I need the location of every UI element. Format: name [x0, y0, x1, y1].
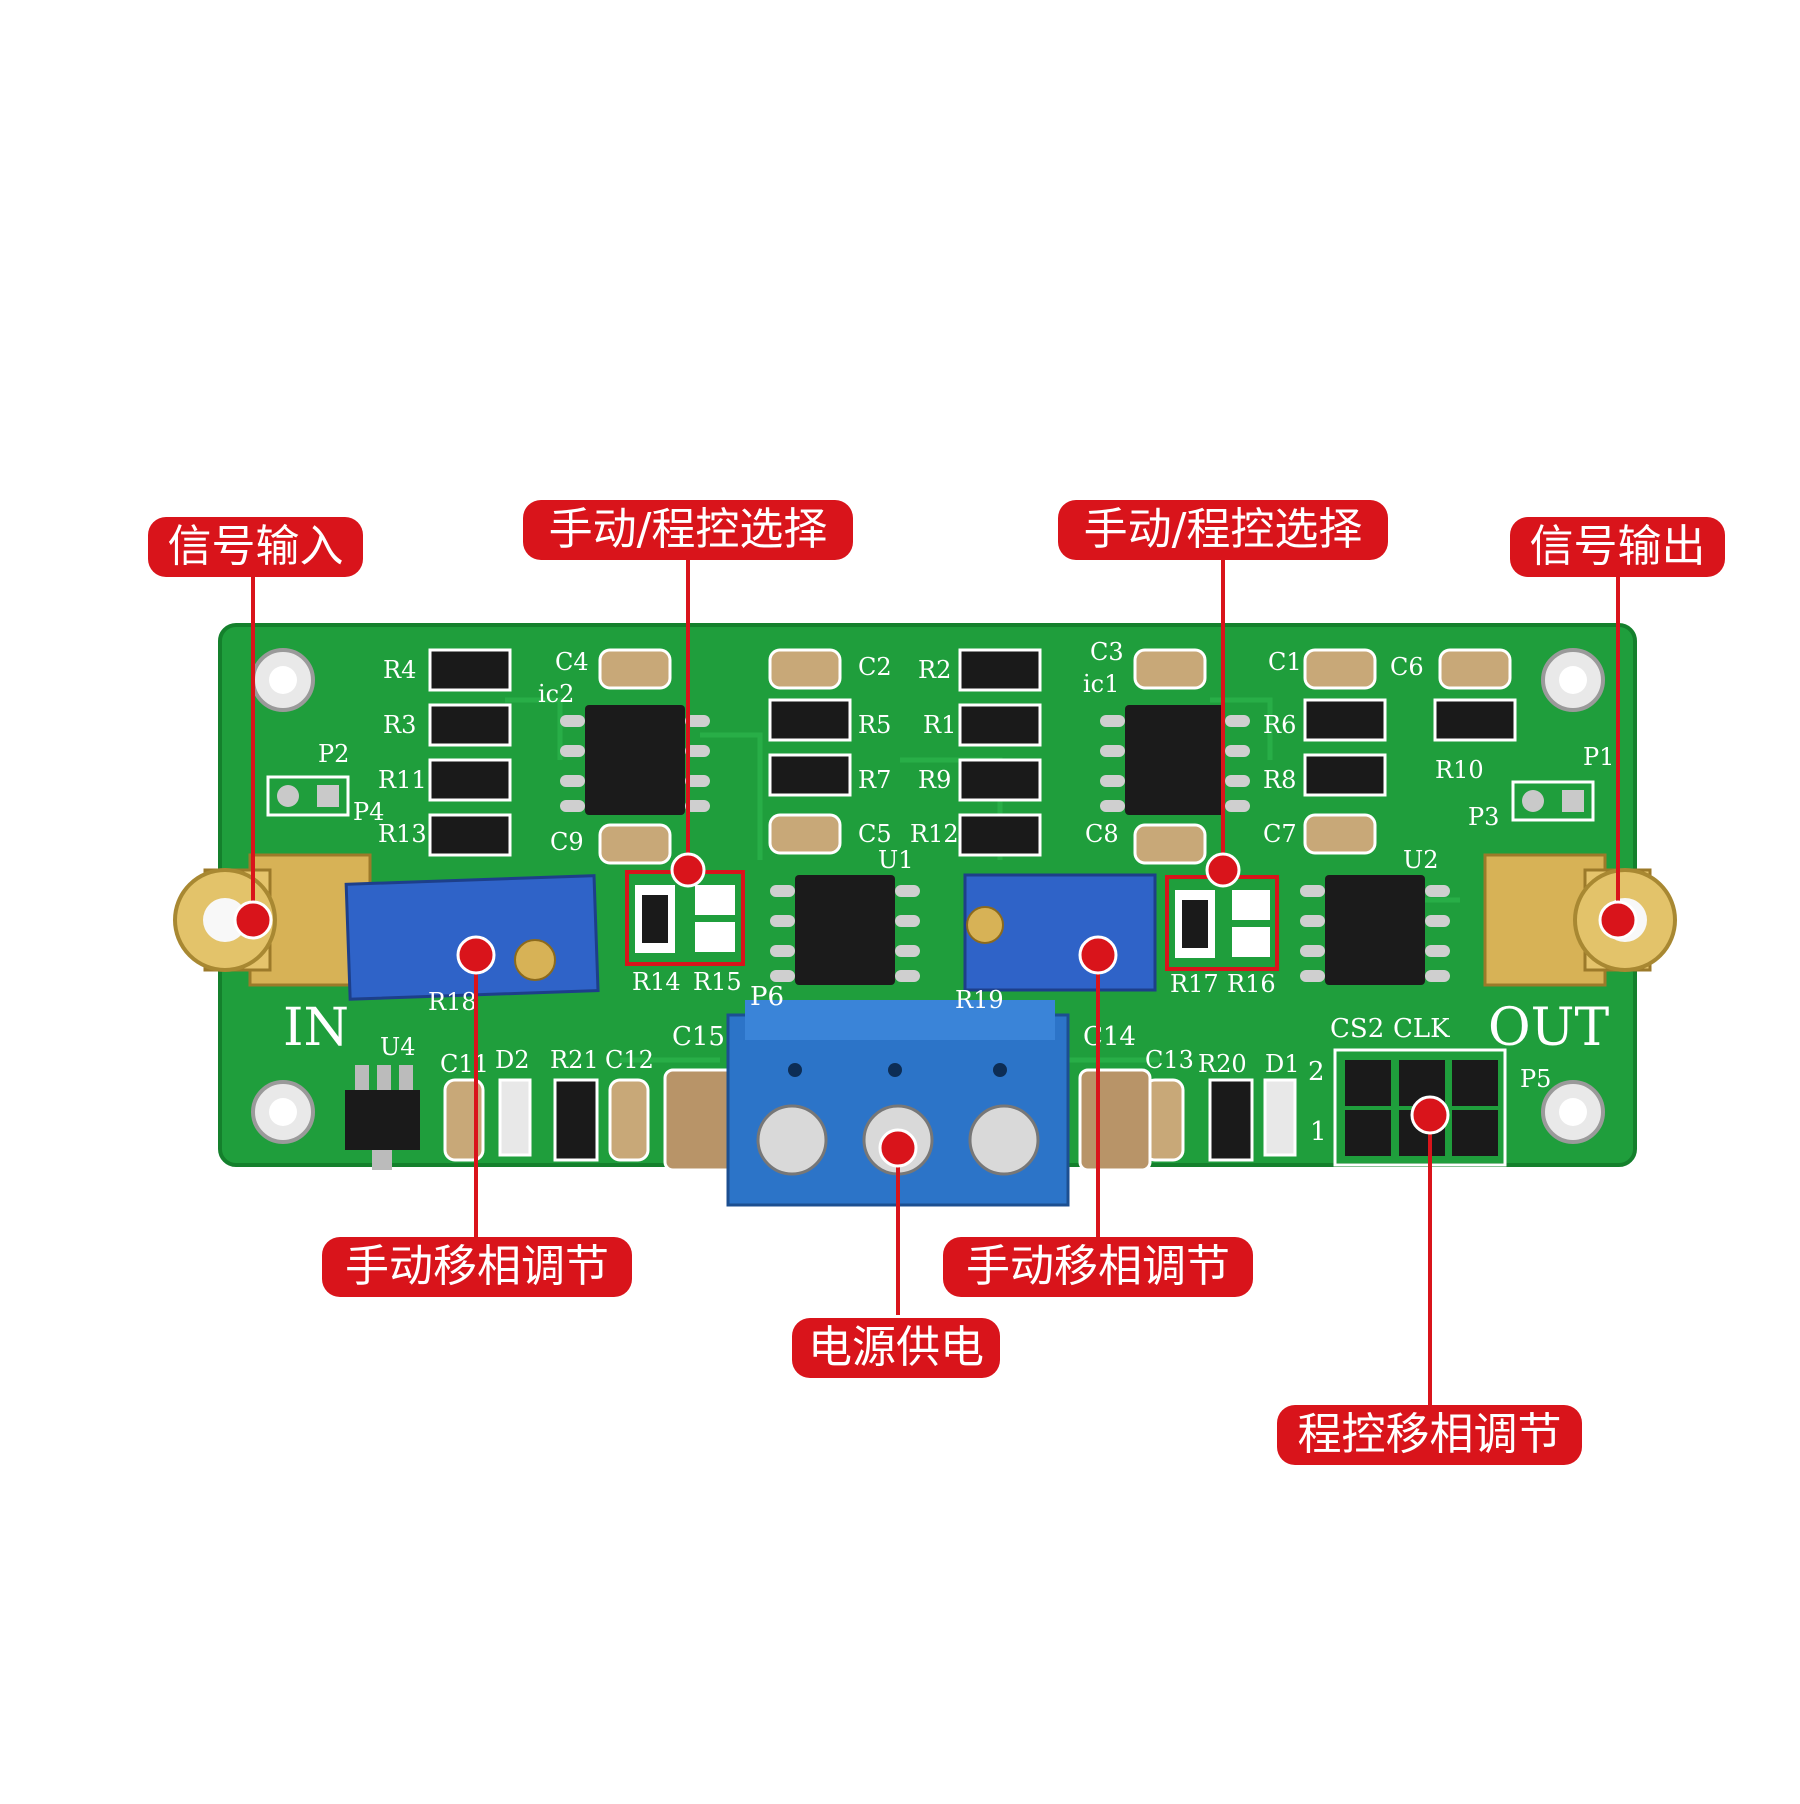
jumper-select-left — [625, 870, 745, 966]
svg-text:R17: R17 — [1170, 970, 1219, 998]
svg-text:P1: P1 — [1583, 743, 1614, 771]
callout-dots — [233, 852, 1638, 1168]
svg-text:R21: R21 — [550, 1046, 599, 1074]
svg-text:C14: C14 — [1083, 1022, 1136, 1052]
svg-text:C8: C8 — [1085, 820, 1119, 848]
ic-pins — [560, 715, 1450, 982]
svg-text:SD: SD — [1398, 1168, 1431, 1193]
svg-text:R18: R18 — [428, 988, 477, 1016]
svg-text:D1: D1 — [1265, 1050, 1300, 1078]
svg-text:C1: C1 — [1268, 648, 1302, 676]
svg-text:C3: C3 — [1090, 638, 1124, 666]
svg-text:C13: C13 — [1145, 1046, 1194, 1074]
svg-text:R13: R13 — [378, 820, 427, 848]
svg-text:ic1: ic1 — [1083, 670, 1119, 698]
svg-text:C6: C6 — [1390, 653, 1424, 681]
ic-chips — [585, 705, 1425, 985]
header-p2 — [266, 775, 350, 817]
callout-manual-phase-left: 手动移相调节 — [322, 1237, 632, 1297]
callout-signal-output: 信号输出 — [1510, 517, 1725, 577]
svg-text:CLK: CLK — [1393, 1014, 1450, 1044]
svg-text:R11: R11 — [378, 766, 427, 794]
callout-signal-input: 信号输入 — [148, 517, 363, 577]
svg-text:C2: C2 — [858, 653, 892, 681]
jumper-select-right — [1165, 875, 1279, 971]
callout-leaders — [251, 560, 1620, 1410]
svg-text:R12: R12 — [910, 820, 959, 848]
svg-text:C5: C5 — [858, 820, 892, 848]
svg-text:R4: R4 — [383, 656, 416, 684]
header-p1 — [1511, 780, 1595, 822]
svg-text:C9: C9 — [550, 828, 584, 856]
silkscreen-labels: IN OUT R4 R3 R11 R13 C4 ic2 C9 C2 R5 R7 … — [283, 638, 1614, 1193]
svg-text:C4: C4 — [555, 648, 589, 676]
svg-text:C12: C12 — [605, 1046, 654, 1074]
svg-text:C15: C15 — [672, 1022, 725, 1052]
potentiometer-r19 — [963, 873, 1157, 992]
svg-text:R15: R15 — [693, 968, 742, 996]
svg-text:1: 1 — [1310, 1117, 1327, 1147]
callout-manual-phase-right: 手动移相调节 — [943, 1237, 1253, 1297]
svg-text:R2: R2 — [918, 656, 951, 684]
svg-text:R16: R16 — [1227, 970, 1276, 998]
svg-text:P3: P3 — [1468, 803, 1499, 831]
svg-text:R10: R10 — [1435, 756, 1484, 784]
svg-text:R7: R7 — [858, 766, 891, 794]
svg-text:CS2: CS2 — [1330, 1014, 1384, 1044]
label-out: OUT — [1488, 998, 1609, 1058]
svg-text:P2: P2 — [318, 740, 349, 768]
svg-text:CS1: CS1 — [1333, 1168, 1379, 1193]
callout-power-supply: 电源供电 — [792, 1318, 1000, 1378]
svg-text:P5: P5 — [1520, 1065, 1551, 1093]
svg-text:P6: P6 — [750, 982, 784, 1012]
svg-text:GND: GND — [1438, 1168, 1492, 1193]
pin-header-p5 — [1333, 1048, 1507, 1167]
svg-text:U4: U4 — [380, 1033, 416, 1061]
svg-text:R19: R19 — [955, 986, 1004, 1014]
callout-mode-select-right: 手动/程控选择 — [1058, 500, 1388, 560]
svg-text:U1: U1 — [878, 846, 914, 874]
svg-text:ic2: ic2 — [538, 680, 574, 708]
svg-text:R8: R8 — [1263, 766, 1296, 794]
svg-text:R14: R14 — [632, 968, 681, 996]
svg-text:D2: D2 — [495, 1046, 530, 1074]
callout-program-phase: 程控移相调节 — [1277, 1405, 1582, 1465]
svg-text:R6: R6 — [1263, 711, 1296, 739]
sma-connector-out — [1483, 853, 1677, 987]
svg-text:R3: R3 — [383, 711, 416, 739]
svg-text:2: 2 — [1308, 1057, 1325, 1087]
label-in: IN — [283, 998, 349, 1058]
mounting-holes — [251, 648, 1605, 1144]
svg-text:C7: C7 — [1263, 820, 1297, 848]
svg-text:P4: P4 — [353, 798, 384, 826]
svg-text:R9: R9 — [918, 766, 951, 794]
callout-mode-select-left: 手动/程控选择 — [523, 500, 853, 560]
svg-text:R1: R1 — [923, 711, 956, 739]
svg-text:R5: R5 — [858, 711, 891, 739]
svg-text:U2: U2 — [1403, 846, 1439, 874]
svg-text:R20: R20 — [1198, 1050, 1247, 1078]
svg-text:C11: C11 — [440, 1050, 489, 1078]
